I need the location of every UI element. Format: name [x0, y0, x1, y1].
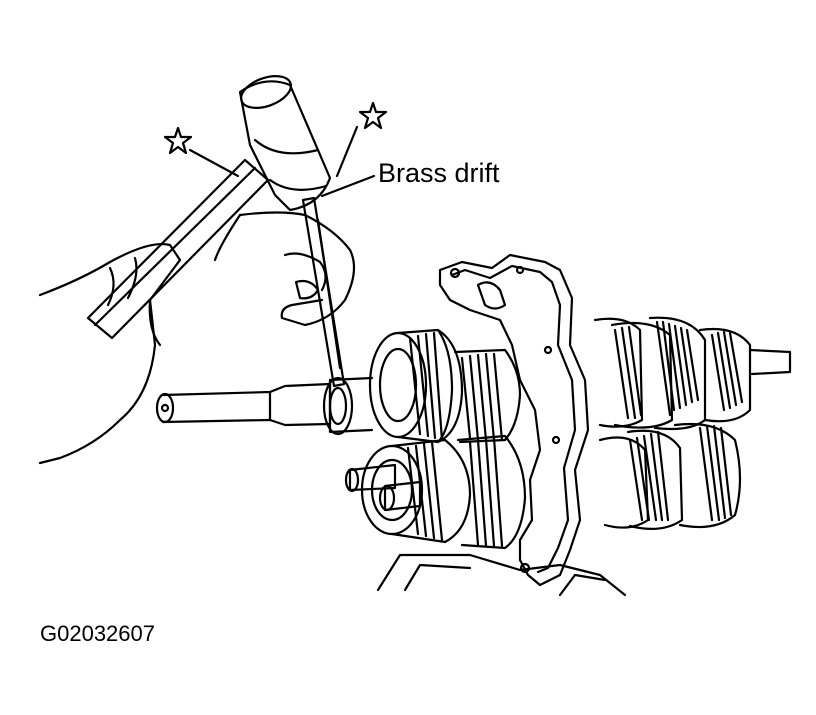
brass-drift-callout: Brass drift: [378, 158, 500, 188]
impact-star-left-icon: [165, 128, 191, 153]
rear-lower-gears: [600, 424, 740, 529]
brass-drift: [303, 198, 344, 386]
impact-star-right-icon: [360, 103, 386, 128]
front-lower-gears: [346, 436, 525, 548]
hammer: [88, 70, 330, 338]
brass-drift-leader: [322, 176, 374, 196]
main-shaft: [163, 384, 330, 425]
transmission-assembly: [324, 255, 790, 595]
star-leader-left: [190, 150, 238, 176]
hammer-handle: [88, 160, 268, 338]
case-base: [378, 555, 625, 595]
right-hand: [240, 213, 354, 326]
star-leader-right: [337, 127, 357, 176]
housing-plate: [440, 255, 588, 585]
front-upper-gears: [324, 330, 520, 442]
hammer-head: [240, 81, 330, 210]
figure-id: G02032607: [40, 621, 155, 646]
rear-upper-gears: [595, 318, 790, 429]
left-hand: [40, 244, 180, 463]
